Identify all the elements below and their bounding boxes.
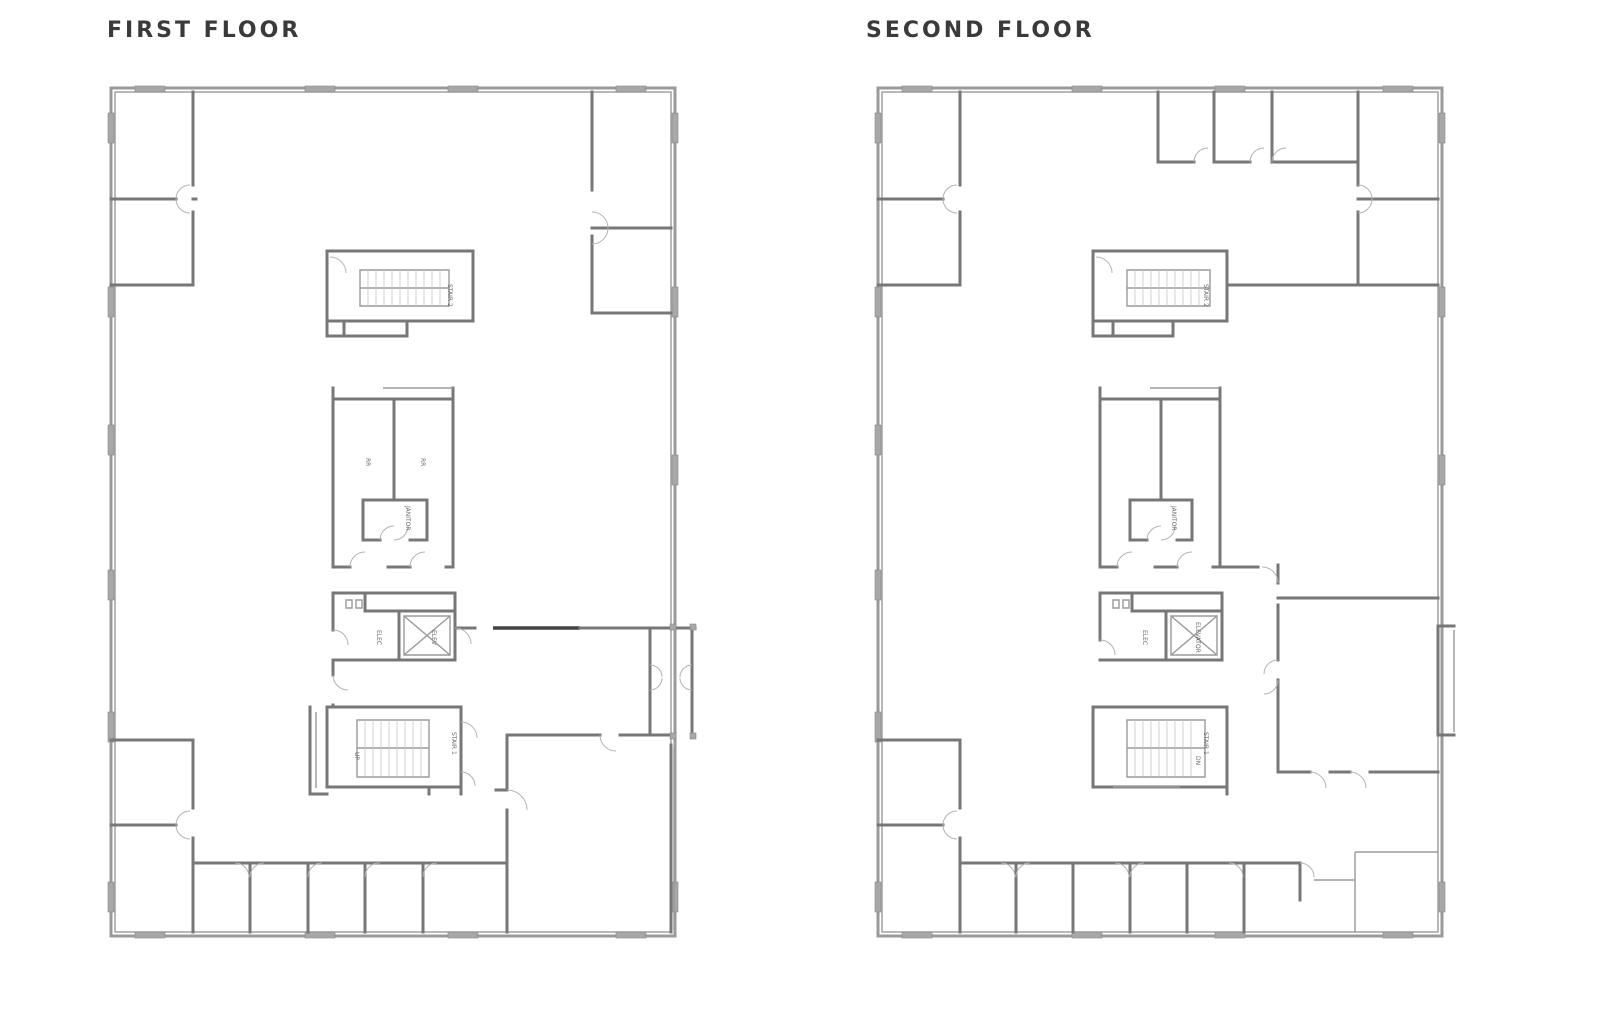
first-floor-office-top-left <box>109 90 198 287</box>
first-floor-window-piers <box>107 85 679 939</box>
second-floor-elevator-label: ELEVATOR <box>1194 622 1201 653</box>
second-floor-restrooms: JANITOR <box>1098 386 1260 569</box>
first-floor-janitor-label: JANITOR <box>404 505 411 531</box>
first-floor-glazing-line <box>114 91 672 933</box>
second-floor-stair-down-label: DN <box>1194 756 1201 765</box>
second-floor-office-bottom-left <box>876 738 962 934</box>
first-floor-core-elec-elev: ELEC ELEV <box>331 591 457 707</box>
second-floor-stair-2: STAIR 2 <box>1091 249 1229 338</box>
first-floor-plan: STAIR 2 RR RR JANITOR ELEC ELEV <box>107 85 697 939</box>
first-floor-exterior-wall <box>109 86 677 938</box>
first-floor-stair-2: STAIR 2 <box>325 249 475 338</box>
second-floor-top-offices <box>1156 90 1360 164</box>
first-floor-bottom-offices <box>191 861 509 934</box>
first-floor-restrooms: RR RR JANITOR <box>331 386 455 569</box>
first-floor-restroom-left-label: RR <box>364 458 371 466</box>
first-floor-stair-1-label: STAIR 1 <box>450 732 457 755</box>
first-floor-office-top-right <box>590 90 673 315</box>
first-floor-suite-bottom-right <box>494 733 675 934</box>
first-floor-elev-label: ELEV <box>430 630 437 646</box>
first-floor-stair-1: STAIR 1 UP <box>308 705 478 796</box>
second-floor-office-top-left <box>876 90 962 287</box>
first-floor-stair-2-label: STAIR 2 <box>446 284 453 307</box>
second-floor-title: SECOND FLOOR <box>866 18 1095 43</box>
first-floor-title: FIRST FLOOR <box>107 18 302 43</box>
second-floor-stair-1-label: STAIR 1 <box>1202 732 1209 755</box>
second-floor-suite-east <box>1261 563 1456 789</box>
first-floor-restroom-right-label: RR <box>419 458 426 466</box>
second-floor-janitor-label: JANITOR <box>1170 505 1177 531</box>
first-floor-entry-vestibule <box>453 623 697 740</box>
second-floor-office-top-right <box>1226 160 1440 287</box>
second-floor-core-elec-elev: ELEC ELEVATOR <box>1098 591 1224 662</box>
second-floor-stair-1: STAIR 1 DN <box>1091 705 1229 796</box>
first-floor-stair-up-label: UP <box>353 752 360 760</box>
first-floor-elec-label: ELEC <box>375 630 382 645</box>
second-floor-stair-2-label: STAIR 2 <box>1202 284 1209 307</box>
first-floor-office-bottom-left <box>109 738 195 934</box>
second-floor-elec-label: ELEC <box>1141 630 1148 645</box>
second-floor-plan: STAIR 2 JANITOR ELEC ELEVATOR <box>874 85 1456 939</box>
second-floor-exterior-wall <box>876 86 1444 938</box>
second-floor-glazing-line <box>881 91 1439 933</box>
second-floor-window-piers <box>874 85 1446 939</box>
second-floor-bottom-offices <box>958 851 1438 934</box>
